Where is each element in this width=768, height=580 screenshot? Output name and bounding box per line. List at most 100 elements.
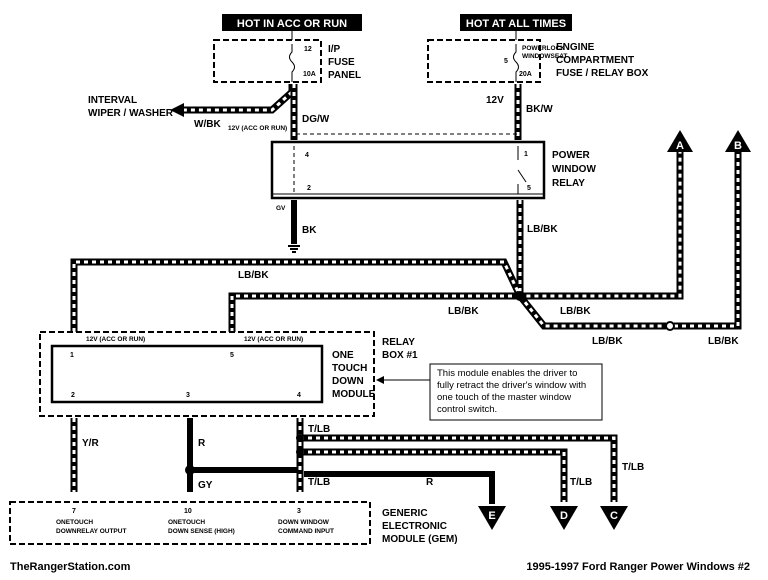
wire-t-lb-dash	[298, 418, 616, 502]
ip-fuse-number: 12	[304, 46, 312, 53]
y-r-label: Y/R	[82, 438, 99, 449]
lb-bk-label-1: LB/BK	[527, 224, 558, 235]
engine-fuse-number: 5	[504, 58, 508, 65]
one-touch-pin-2: 2	[71, 392, 75, 399]
relay-pin-4: 4	[305, 152, 309, 159]
wire-r-to-e	[304, 471, 495, 504]
splice-t-lb-2	[296, 448, 304, 456]
wire-t-lb	[296, 418, 618, 502]
gem-label-2: ELECTRONIC	[382, 521, 447, 532]
hot-acc-run-label: HOT IN ACC OR RUN	[237, 18, 347, 30]
engine-fuse-symbol	[513, 44, 519, 82]
one-touch-pin-1: 1	[70, 352, 74, 359]
one-touch-label-3: DOWN	[332, 376, 364, 387]
relay-box-1	[39, 331, 375, 417]
lb-bk-label-3: LB/BK	[448, 306, 479, 317]
r-label-2: R	[426, 477, 434, 488]
gem-label-1: GENERIC	[382, 508, 428, 519]
wire-lb-bk-main-dash	[72, 150, 740, 332]
lb-bk-label-6: LB/BK	[708, 336, 739, 347]
ground-icon	[288, 245, 300, 253]
relay-label-1: POWER	[552, 150, 591, 161]
engine-fuse-label-1: ENGINE	[556, 42, 595, 53]
gem-pin-a-num: 7	[72, 508, 76, 515]
engine-fuse-name-2: WINDOWSEAT	[522, 53, 567, 60]
one-touch-module-box	[50, 344, 324, 404]
dg-w-label: DG/W	[302, 114, 330, 125]
t-lb-label-2: T/LB	[308, 477, 330, 488]
one-touch-label-4: MODULE	[332, 389, 376, 400]
gy-label: GY	[198, 480, 213, 491]
note-line-1: This module enables the driver to	[437, 368, 577, 379]
splice-main	[515, 291, 525, 301]
lb-bk-label-5: LB/BK	[592, 336, 623, 347]
power-window-relay-box	[270, 140, 546, 200]
gem-pin-b-line-1: ONETOUCH	[168, 519, 205, 526]
gem-label-3: MODULE (GEM)	[382, 534, 458, 545]
acc-label-2: 12V (ACC OR RUN)	[244, 336, 303, 343]
splice-t-lb-1	[296, 434, 304, 442]
connector-d-label: D	[560, 510, 568, 522]
w-bk-label: W/BK	[194, 119, 221, 130]
t-lb-label-4: T/LB	[622, 462, 644, 473]
wire-w-bk	[182, 84, 296, 114]
relay-label-3: RELAY	[552, 178, 585, 189]
one-touch-pin-4: 4	[297, 392, 301, 399]
connector-e-label: E	[488, 510, 495, 522]
note-box	[429, 363, 603, 421]
engine-fuse-label-2: COMPARTMENT	[556, 55, 634, 66]
diagram-title: 1995-1997 Ford Ranger Power Windows #2	[526, 561, 750, 573]
one-touch-pin-5: 5	[230, 352, 234, 359]
lb-bk-label-4: LB/BK	[560, 306, 591, 317]
source-label: TheRangerStation.com	[10, 561, 131, 573]
r-label-1: R	[198, 438, 206, 449]
gem-pin-c-line-1: DOWN WINDOW	[278, 519, 330, 526]
gem-pin-c-line-2: COMMAND INPUT	[278, 528, 334, 535]
wiper-label-2: WIPER / WASHER	[88, 108, 174, 119]
hot-all-times-label: HOT AT ALL TIMES	[466, 18, 566, 30]
relay-label-2: WINDOW	[552, 164, 596, 175]
ip-fuse-box	[213, 39, 322, 83]
connector-a-arrow	[667, 130, 693, 152]
connector-inline	[665, 321, 675, 331]
gem-pin-c-num: 3	[297, 508, 301, 515]
connector-e-arrow	[478, 506, 506, 530]
v12-label: 12V	[486, 95, 504, 106]
t-lb-label-1: T/LB	[308, 424, 330, 435]
acc-label-1: 12V (ACC OR RUN)	[86, 336, 145, 343]
engine-fuse-box	[427, 39, 541, 83]
ip-fuse-label-3: PANEL	[328, 70, 361, 81]
one-touch-label-2: TOUCH	[332, 363, 367, 374]
ip-fuse-label-1: I/P	[328, 44, 341, 55]
engine-fuse-rating: 20A	[519, 71, 532, 78]
connector-c-arrow	[600, 506, 628, 530]
ground-pin-label: GV	[276, 205, 286, 212]
ip-fuse-symbol	[289, 44, 295, 82]
relay-pin-1: 1	[524, 151, 528, 158]
relay-box-label-2: BOX #1	[382, 350, 418, 361]
hot-all-times-bg	[460, 14, 572, 31]
wiper-label-1: INTERVAL	[88, 95, 137, 106]
wiper-arrow	[170, 103, 184, 117]
connector-c-label: C	[610, 510, 618, 522]
engine-fuse-label-3: FUSE / RELAY BOX	[556, 68, 649, 79]
ip-fuse-rating: 10A	[303, 71, 316, 78]
note-line-4: control switch.	[437, 404, 497, 415]
relay-pin-2: 2	[307, 185, 311, 192]
ip-fuse-label-2: FUSE	[328, 57, 355, 68]
gem-pin-b-num: 10	[184, 508, 192, 515]
gem-pin-a-line-1: ONETOUCH	[56, 519, 93, 526]
gem-pin-b-line-2: DOWN SENSE (HIGH)	[168, 528, 235, 535]
one-touch-pin-3: 3	[186, 392, 190, 399]
lb-bk-label-2: LB/BK	[238, 270, 269, 281]
gem-box	[9, 501, 371, 545]
t-lb-label-3: T/LB	[570, 477, 592, 488]
connector-b-label: B	[734, 140, 742, 152]
connector-d-arrow	[550, 506, 578, 530]
bk-label: BK	[302, 225, 317, 236]
relay-pin-5: 5	[527, 185, 531, 192]
note-line-2: fully retract the driver's window with	[437, 380, 586, 391]
gem-pin-a-line-2: DOWNRELAY OUTPUT	[56, 528, 126, 535]
note-line-3: one touch of the master window	[437, 392, 571, 403]
